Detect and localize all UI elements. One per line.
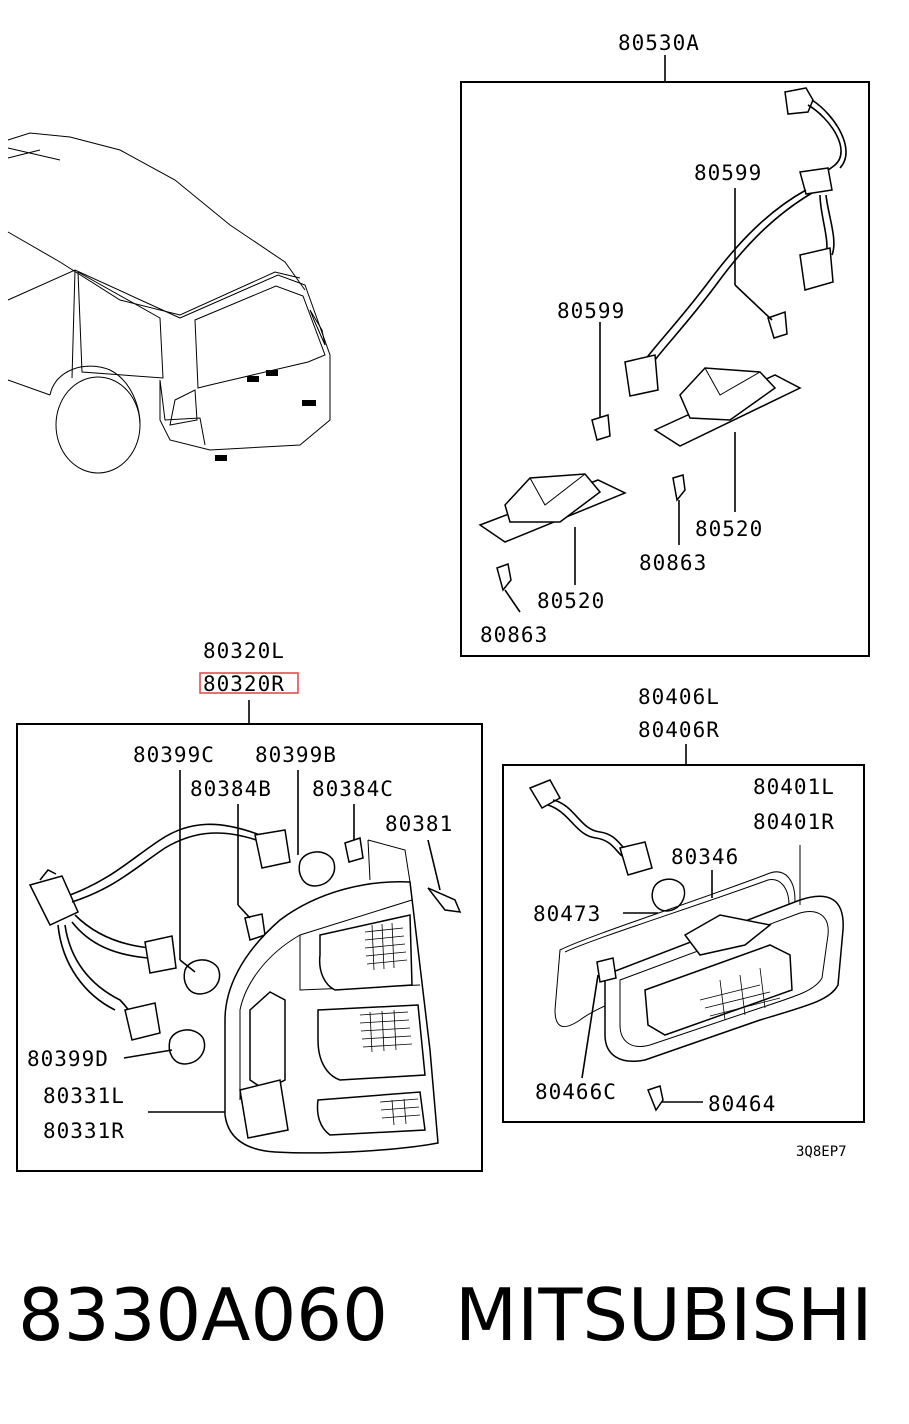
footer-brand: MITSUBISHI — [455, 1273, 872, 1357]
lamp-housing-80520-left: 80520 — [478, 473, 627, 613]
label-80399C: 80399C — [133, 743, 215, 767]
label-80863-left: 80863 — [480, 623, 548, 647]
bulb-80399C — [183, 959, 221, 995]
screw-80464 — [647, 1085, 664, 1112]
bulb-80399D — [168, 1029, 206, 1065]
footer-part-number: 8330A060 — [18, 1273, 388, 1357]
label-80401L: 80401L — [753, 775, 835, 799]
label-80384C: 80384C — [312, 777, 394, 801]
license-lamp-harness — [624, 87, 847, 397]
bulb-80399B — [298, 851, 336, 887]
label-80320L: 80320L — [203, 639, 285, 663]
bulb-80473 — [651, 878, 686, 912]
bulb-80599-left: 80599 — [557, 299, 625, 441]
lower-lamp-connector — [528, 779, 562, 810]
rear-lamp-lens-80331 — [224, 839, 439, 1154]
label-80599-right: 80599 — [694, 161, 762, 185]
label-80863-right: 80863 — [639, 551, 707, 575]
socket-80384C — [344, 837, 364, 863]
bulb-80599-right: 80599 — [694, 161, 788, 339]
lower-lamp-assembly: 80406L 80406R 80401L 80401R 80346 80473 … — [502, 685, 865, 1123]
label-80473: 80473 — [533, 902, 601, 926]
label-80384B: 80384B — [190, 777, 272, 801]
label-80466C: 80466C — [535, 1080, 617, 1104]
label-80401R: 80401R — [753, 810, 835, 834]
lamp-housing-80520-right: 80520 — [653, 367, 802, 541]
label-80464: 80464 — [708, 1092, 776, 1116]
label-80331L: 80331L — [43, 1084, 125, 1108]
label-80381: 80381 — [385, 812, 453, 836]
screw-80381 — [427, 887, 462, 913]
label-80399D: 80399D — [27, 1047, 109, 1071]
diagram-code: 3Q8EP7 — [796, 1144, 847, 1160]
label-80331R: 80331R — [43, 1119, 125, 1143]
label-80346: 80346 — [671, 845, 739, 869]
label-80599-left: 80599 — [557, 299, 625, 323]
screw-80863-left: 80863 — [480, 562, 548, 647]
rear-lamp-harness — [28, 823, 291, 1041]
socket-80384B — [244, 913, 266, 941]
label-80530A: 80530A — [618, 31, 700, 55]
label-80520-left: 80520 — [537, 589, 605, 613]
highlight-80320R — [199, 672, 299, 694]
screw-80863-right: 80863 — [639, 474, 707, 575]
label-80406L: 80406L — [638, 685, 720, 709]
lamp-housing-80401 — [604, 845, 844, 1062]
license-lamp-assembly: 80599 80599 80520 80520 80863 — [460, 31, 870, 657]
label-80520-right: 80520 — [695, 517, 763, 541]
label-80320R: 80320R — [203, 672, 285, 696]
rear-combination-lamp-assembly: 80320L 80320R 80399C 80399B 80384B 80384… — [16, 639, 483, 1172]
clip-80466C — [596, 957, 617, 983]
vehicle-rear-illustration — [7, 132, 331, 474]
label-80399B: 80399B — [255, 743, 337, 767]
label-80406R: 80406R — [638, 718, 720, 742]
